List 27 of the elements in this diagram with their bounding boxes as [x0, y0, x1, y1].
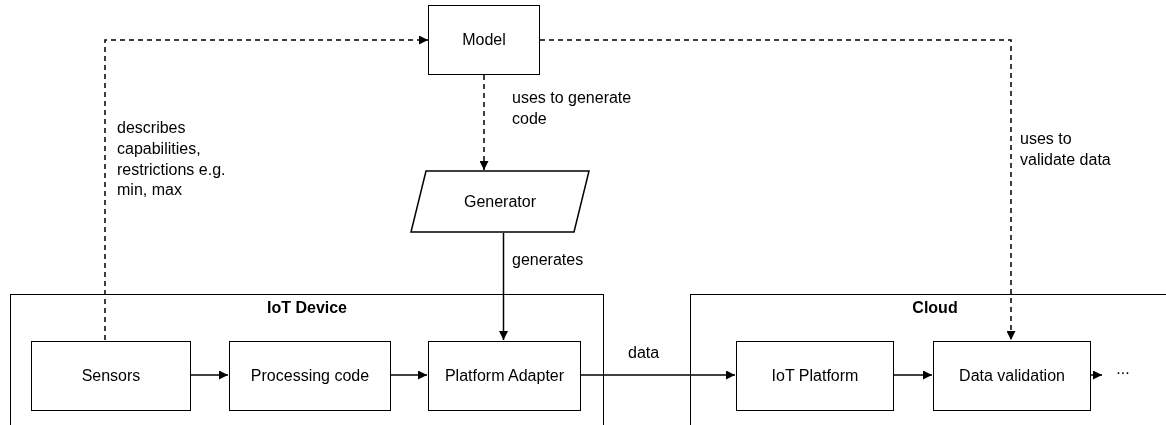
arrow [579, 370, 736, 380]
arrow [499, 232, 508, 341]
node-label: Platform Adapter [443, 367, 566, 385]
group-container [690, 294, 1166, 425]
dashed-arrow [479, 74, 489, 171]
dashed-arrow [104, 35, 429, 341]
process-box [428, 5, 540, 75]
continuation-text: ... [1115, 360, 1131, 378]
group-title: IoT Device [266, 299, 348, 317]
node-label: Generator [462, 192, 537, 211]
process-box [229, 341, 391, 411]
process-box [428, 341, 581, 411]
node-label: IoT Platform [770, 367, 860, 385]
arrow [1089, 370, 1103, 380]
dashed-arrow [539, 39, 1016, 341]
node-label: Model [461, 31, 507, 49]
process-box [736, 341, 894, 411]
arrow [189, 370, 229, 380]
arrow [892, 370, 933, 380]
node-label: Data validation [958, 367, 1066, 385]
group-title: Cloud [911, 299, 959, 317]
process-box [31, 341, 191, 411]
arrow [389, 370, 428, 380]
process-box [933, 341, 1091, 411]
group-container [10, 294, 604, 425]
node-label: Processing code [249, 367, 371, 385]
node-label: Sensors [80, 367, 142, 385]
